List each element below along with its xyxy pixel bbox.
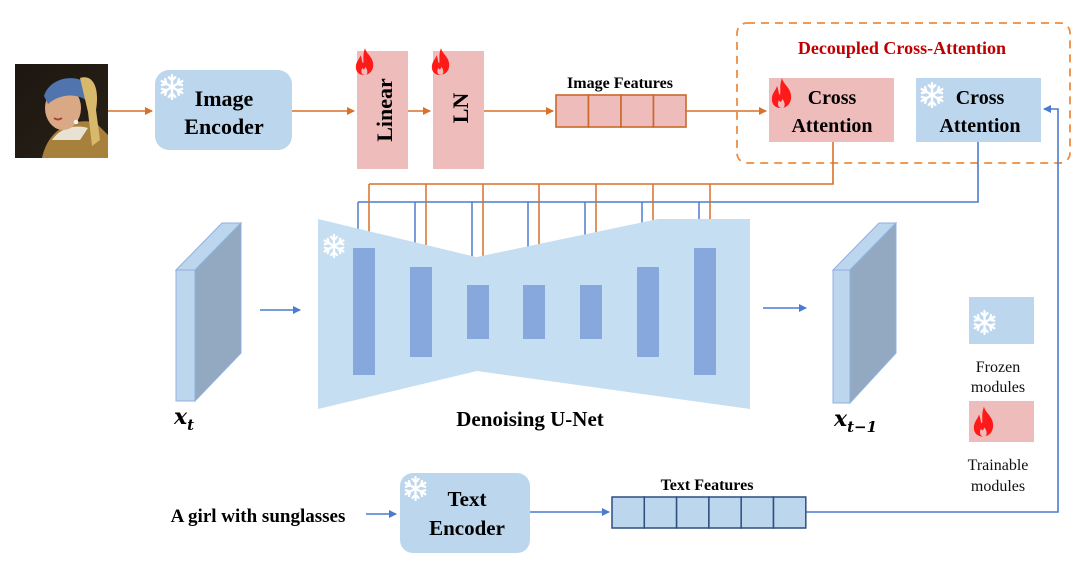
latent-xt-minus-1 bbox=[831, 221, 898, 405]
frozen-cross-attention: Cross Attention bbox=[916, 78, 1041, 142]
unet-blocks bbox=[353, 248, 716, 375]
orange-bus-line bbox=[369, 142, 834, 185]
unet-block bbox=[694, 248, 716, 375]
legend-trainable-line2: modules bbox=[971, 478, 1025, 495]
unet-block bbox=[467, 285, 489, 339]
legend: Frozen modules Trainable modules bbox=[968, 297, 1034, 495]
image-features: Image Features bbox=[555, 75, 687, 128]
legend-trainable-line1: Trainable bbox=[968, 457, 1029, 474]
dashed-border bbox=[736, 22, 1071, 164]
prompt-text: A girl with sunglasses bbox=[171, 506, 346, 527]
trainable-attn-label-2: Attention bbox=[791, 115, 872, 137]
unet-block bbox=[353, 248, 375, 375]
xt-minus-1-label: xt−1 bbox=[833, 406, 877, 436]
unet-block bbox=[580, 285, 602, 339]
linear-layer: Linear bbox=[355, 48, 408, 169]
text-encoder-label-1: Text bbox=[448, 487, 487, 511]
trainable-attn-label-1: Cross bbox=[808, 87, 857, 109]
image-feature-token bbox=[555, 94, 590, 128]
unet-block bbox=[637, 267, 659, 357]
image-feature-token bbox=[652, 94, 687, 128]
text-features: Text Features bbox=[611, 477, 807, 529]
image-feature-tokens bbox=[555, 94, 687, 128]
text-feature-tokens bbox=[611, 496, 807, 529]
latent-xt bbox=[174, 221, 243, 403]
text-encoder: Text Encoder bbox=[400, 473, 530, 553]
denoising-unet bbox=[318, 219, 750, 409]
frozen-attn-label-1: Cross bbox=[956, 87, 1005, 109]
trainable-cross-attention: Cross Attention bbox=[769, 78, 894, 142]
decoupled-title: Decoupled Cross-Attention bbox=[798, 38, 1006, 58]
ln-label: LN bbox=[448, 93, 473, 124]
xt-label: xt bbox=[173, 404, 194, 434]
unet-block bbox=[410, 267, 432, 357]
text-feature-token bbox=[675, 496, 710, 529]
image-feature-token bbox=[620, 94, 655, 128]
arrow-text-features-to-attention bbox=[806, 105, 1059, 513]
unet-block bbox=[523, 285, 545, 339]
unet-label: Denoising U-Net bbox=[456, 407, 604, 431]
text-feature-token bbox=[643, 496, 678, 529]
image-feature-token bbox=[587, 94, 622, 128]
blue-bus-line bbox=[358, 142, 979, 203]
frozen-attn-label-2: Attention bbox=[939, 115, 1020, 137]
legend-frozen-line1: Frozen bbox=[976, 359, 1020, 376]
text-feature-token bbox=[708, 496, 742, 529]
text-features-label: Text Features bbox=[661, 477, 754, 494]
text-feature-token bbox=[772, 496, 807, 529]
input-image bbox=[15, 64, 108, 158]
text-feature-token bbox=[611, 496, 646, 529]
legend-frozen-line2: modules bbox=[971, 379, 1025, 396]
text-feature-token bbox=[740, 496, 775, 529]
image-encoder: Image Encoder bbox=[155, 70, 292, 150]
image-encoder-label-2: Encoder bbox=[184, 114, 264, 139]
image-features-label: Image Features bbox=[567, 75, 673, 92]
image-encoder-label-1: Image bbox=[195, 86, 254, 111]
text-encoder-label-2: Encoder bbox=[429, 516, 505, 540]
decoupled-cross-attention: Decoupled Cross-Attention Cross Attentio… bbox=[736, 22, 1071, 164]
layer-norm: LN bbox=[431, 48, 484, 169]
linear-label: Linear bbox=[372, 78, 397, 142]
